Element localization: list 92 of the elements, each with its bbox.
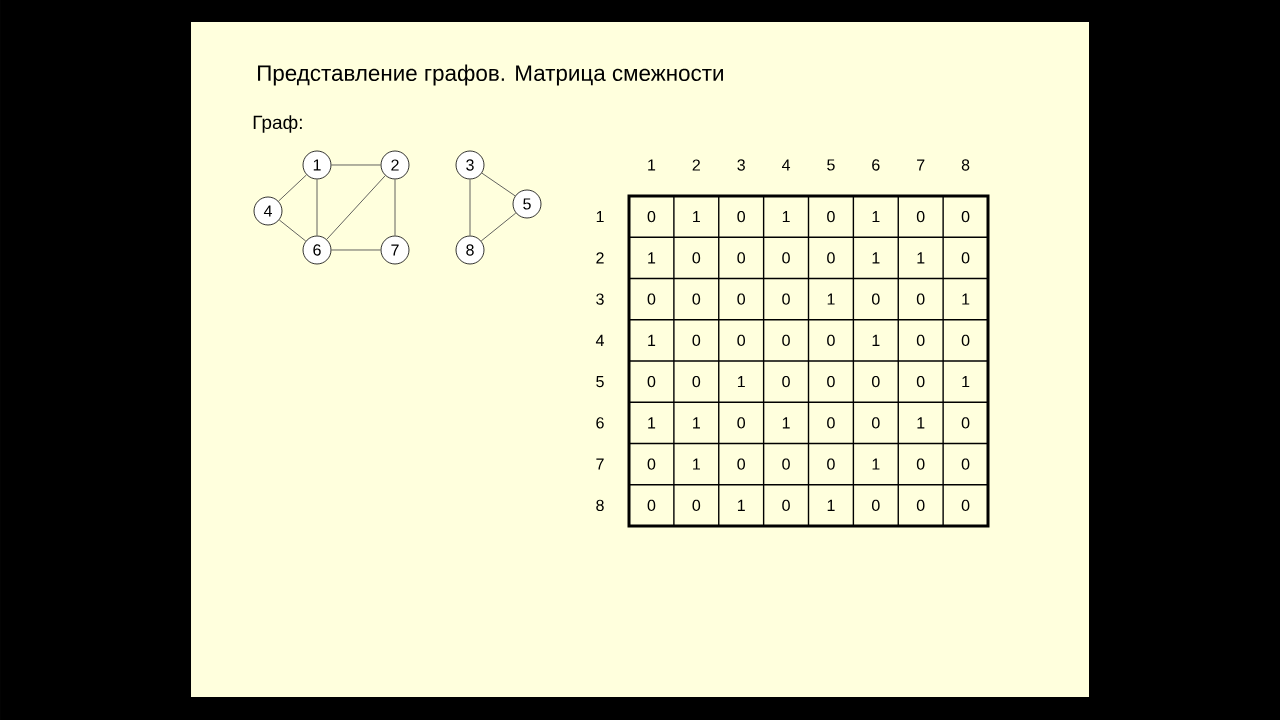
graph-edge xyxy=(278,219,307,242)
matrix-cell: 0 xyxy=(961,210,970,223)
matrix-cell: 0 xyxy=(872,417,880,429)
matrix-cell: 1 xyxy=(962,293,970,305)
column-header: 7 xyxy=(917,159,925,171)
matrix-cell: 1 xyxy=(872,211,880,223)
matrix-cell: 0 xyxy=(692,334,701,347)
matrix-cell: 0 xyxy=(961,499,970,512)
column-header: 4 xyxy=(782,159,791,171)
matrix-cell: 1 xyxy=(962,376,970,388)
matrix-cell: 0 xyxy=(961,417,970,429)
graph-edge xyxy=(330,164,382,166)
matrix-cell: 0 xyxy=(827,252,835,264)
title: Представление графов. Матрица смежности xyxy=(258,64,723,86)
matrix-cell: 0 xyxy=(872,499,880,512)
matrix-cell: 0 xyxy=(916,210,925,223)
matrix-cell: 0 xyxy=(872,293,880,305)
matrix-cell: 0 xyxy=(737,293,745,305)
matrix-cell: 0 xyxy=(692,375,701,388)
matrix-cell: 0 xyxy=(782,499,790,512)
matrix-cell: 1 xyxy=(827,499,835,511)
matrix-cell: 0 xyxy=(916,499,925,512)
row-header: 4 xyxy=(595,334,604,346)
matrix-cell: 1 xyxy=(872,252,880,264)
matrix-cell: 1 xyxy=(737,376,745,388)
matrix-cell: 0 xyxy=(916,375,925,388)
column-header: 1 xyxy=(648,159,656,171)
matrix-cell: 0 xyxy=(737,210,745,223)
matrix-cell: 0 xyxy=(647,293,656,305)
matrix-cell: 0 xyxy=(827,458,835,470)
matrix-cell: 0 xyxy=(827,375,835,388)
graph-edge xyxy=(469,178,471,237)
matrix-cell: 1 xyxy=(872,334,880,346)
matrix-cell: 0 xyxy=(782,293,790,305)
matrix-cell: 1 xyxy=(648,252,656,264)
matrix-cell: 0 xyxy=(872,375,880,388)
matrix-cell: 1 xyxy=(917,417,925,429)
row-header: 1 xyxy=(596,211,604,223)
matrix-cell: 1 xyxy=(693,417,700,429)
matrix-cell: 0 xyxy=(692,252,701,264)
matrix-cell: 1 xyxy=(872,458,880,470)
matrix-cell: 1 xyxy=(917,252,925,264)
column-header: 5 xyxy=(827,159,835,171)
row-header: 2 xyxy=(596,252,604,264)
matrix-cell: 0 xyxy=(737,252,745,264)
matrix-cell: 0 xyxy=(827,417,835,429)
matrix-cell: 0 xyxy=(647,499,656,512)
matrix-cell: 0 xyxy=(737,334,745,347)
matrix-cell: 0 xyxy=(827,334,835,347)
matrix-cell: 1 xyxy=(693,211,700,223)
column-header: 3 xyxy=(737,159,745,171)
row-header: 8 xyxy=(596,499,604,512)
matrix-cell: 0 xyxy=(916,334,925,347)
matrix-cell: 0 xyxy=(782,334,790,347)
matrix-cell: 0 xyxy=(647,458,656,470)
matrix-cell: 0 xyxy=(961,458,970,470)
graph-edge xyxy=(394,178,396,237)
graph-edge xyxy=(316,178,318,237)
matrix-cell: 0 xyxy=(827,210,835,223)
matrix-cell: 0 xyxy=(916,293,925,305)
matrix-cell: 1 xyxy=(737,499,745,511)
matrix-cell: 1 xyxy=(693,458,700,470)
column-header: 2 xyxy=(692,159,700,171)
graph-edge xyxy=(480,212,517,242)
row-header: 5 xyxy=(596,376,604,388)
matrix-cell: 1 xyxy=(782,211,790,223)
matrix-cell: 0 xyxy=(961,252,970,264)
matrix-cell: 0 xyxy=(647,375,656,388)
graph-edge xyxy=(330,249,382,251)
matrix-cell: 0 xyxy=(692,499,701,512)
row-header: 6 xyxy=(596,417,604,429)
matrix-cell: 1 xyxy=(827,293,835,305)
column-header: 6 xyxy=(872,159,880,171)
row-header: 3 xyxy=(596,293,604,305)
column-header: 8 xyxy=(961,159,970,171)
matrix-cell: 0 xyxy=(782,252,790,264)
matrix-cell: 0 xyxy=(647,210,656,223)
graph-edge xyxy=(481,172,516,197)
graph-label: Граф: xyxy=(253,115,302,133)
row-header: 7 xyxy=(596,458,604,470)
matrix-cell: 0 xyxy=(782,375,790,388)
matrix-cell: 0 xyxy=(737,417,745,429)
matrix-cell: 0 xyxy=(692,293,701,305)
graph-edge xyxy=(326,175,386,240)
matrix-cell: 0 xyxy=(737,458,745,470)
matrix-cell: 1 xyxy=(648,334,656,346)
matrix-cell: 0 xyxy=(782,458,790,470)
matrix-cell: 0 xyxy=(916,458,925,470)
graph-edge xyxy=(278,174,307,202)
matrix-cell: 0 xyxy=(961,334,970,347)
matrix-cell: 1 xyxy=(782,417,790,429)
matrix-cell: 1 xyxy=(648,417,656,429)
